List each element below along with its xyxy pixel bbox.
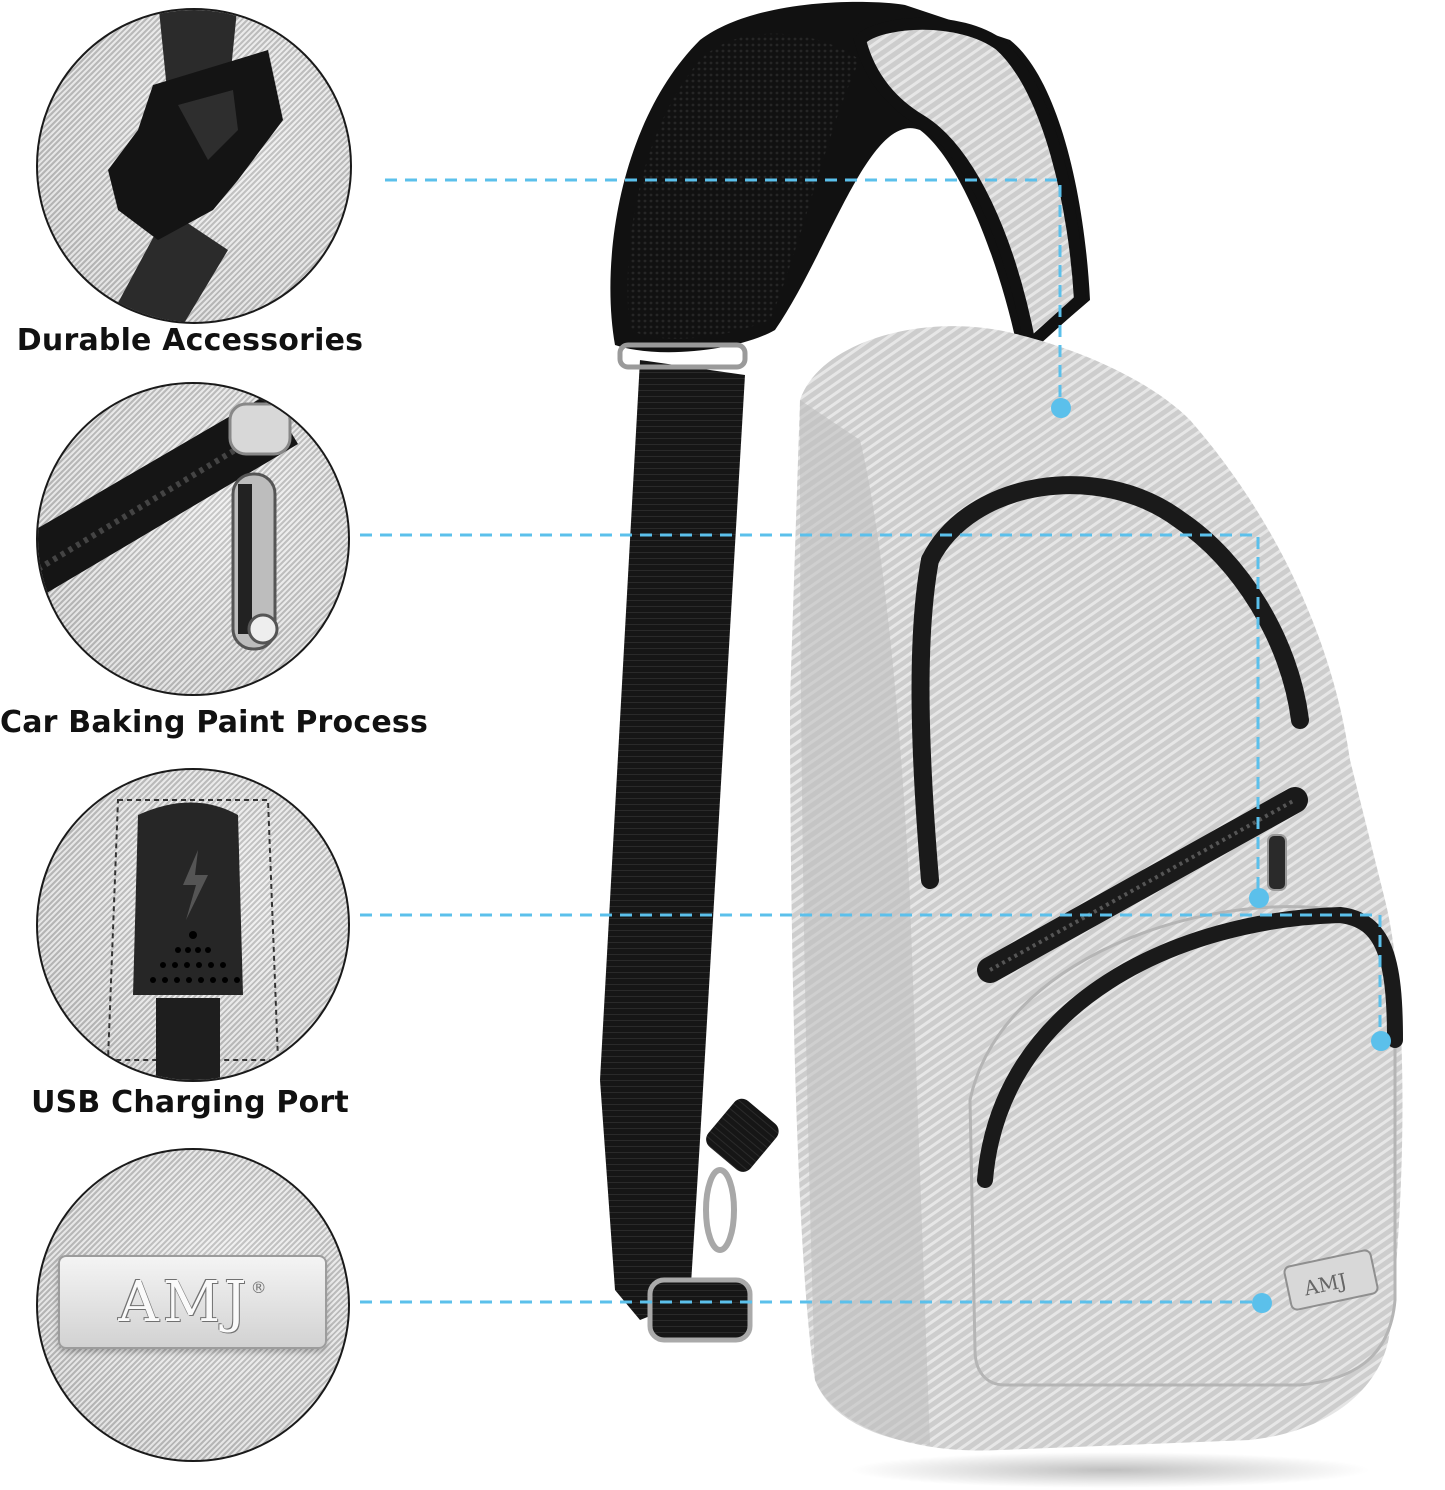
callout-dot-zipper	[1249, 888, 1269, 908]
feature-circle-zipper	[36, 382, 350, 696]
connector-usb-port	[360, 913, 1382, 1040]
callout-dot-usb	[1371, 1031, 1391, 1051]
usb-port-icon	[106, 799, 280, 1080]
feature-label-durable-accessories: Durable Accessories	[16, 323, 364, 358]
feature-label-car-baking-paint: Car Baking Paint Process	[0, 705, 429, 740]
callout-dot-buckle	[1051, 398, 1071, 418]
feature-circle-brand-badge: AMJ ®	[36, 1148, 350, 1462]
connector-car-baking-paint	[360, 533, 1260, 895]
registered-mark: ®	[250, 1277, 267, 1297]
buckle-icon	[107, 10, 283, 322]
callout-dot-badge	[1252, 1293, 1272, 1313]
brand-badge-text: AMJ	[118, 1269, 251, 1335]
zipper-pull-icon	[38, 394, 298, 651]
brand-badge-icon: AMJ ®	[58, 1255, 327, 1349]
feature-circle-usb	[36, 768, 350, 1082]
connector-durable-accessories	[385, 178, 1062, 405]
feature-circle-buckle	[36, 8, 352, 324]
feature-label-usb-charging-port: USB Charging Port	[31, 1085, 349, 1120]
